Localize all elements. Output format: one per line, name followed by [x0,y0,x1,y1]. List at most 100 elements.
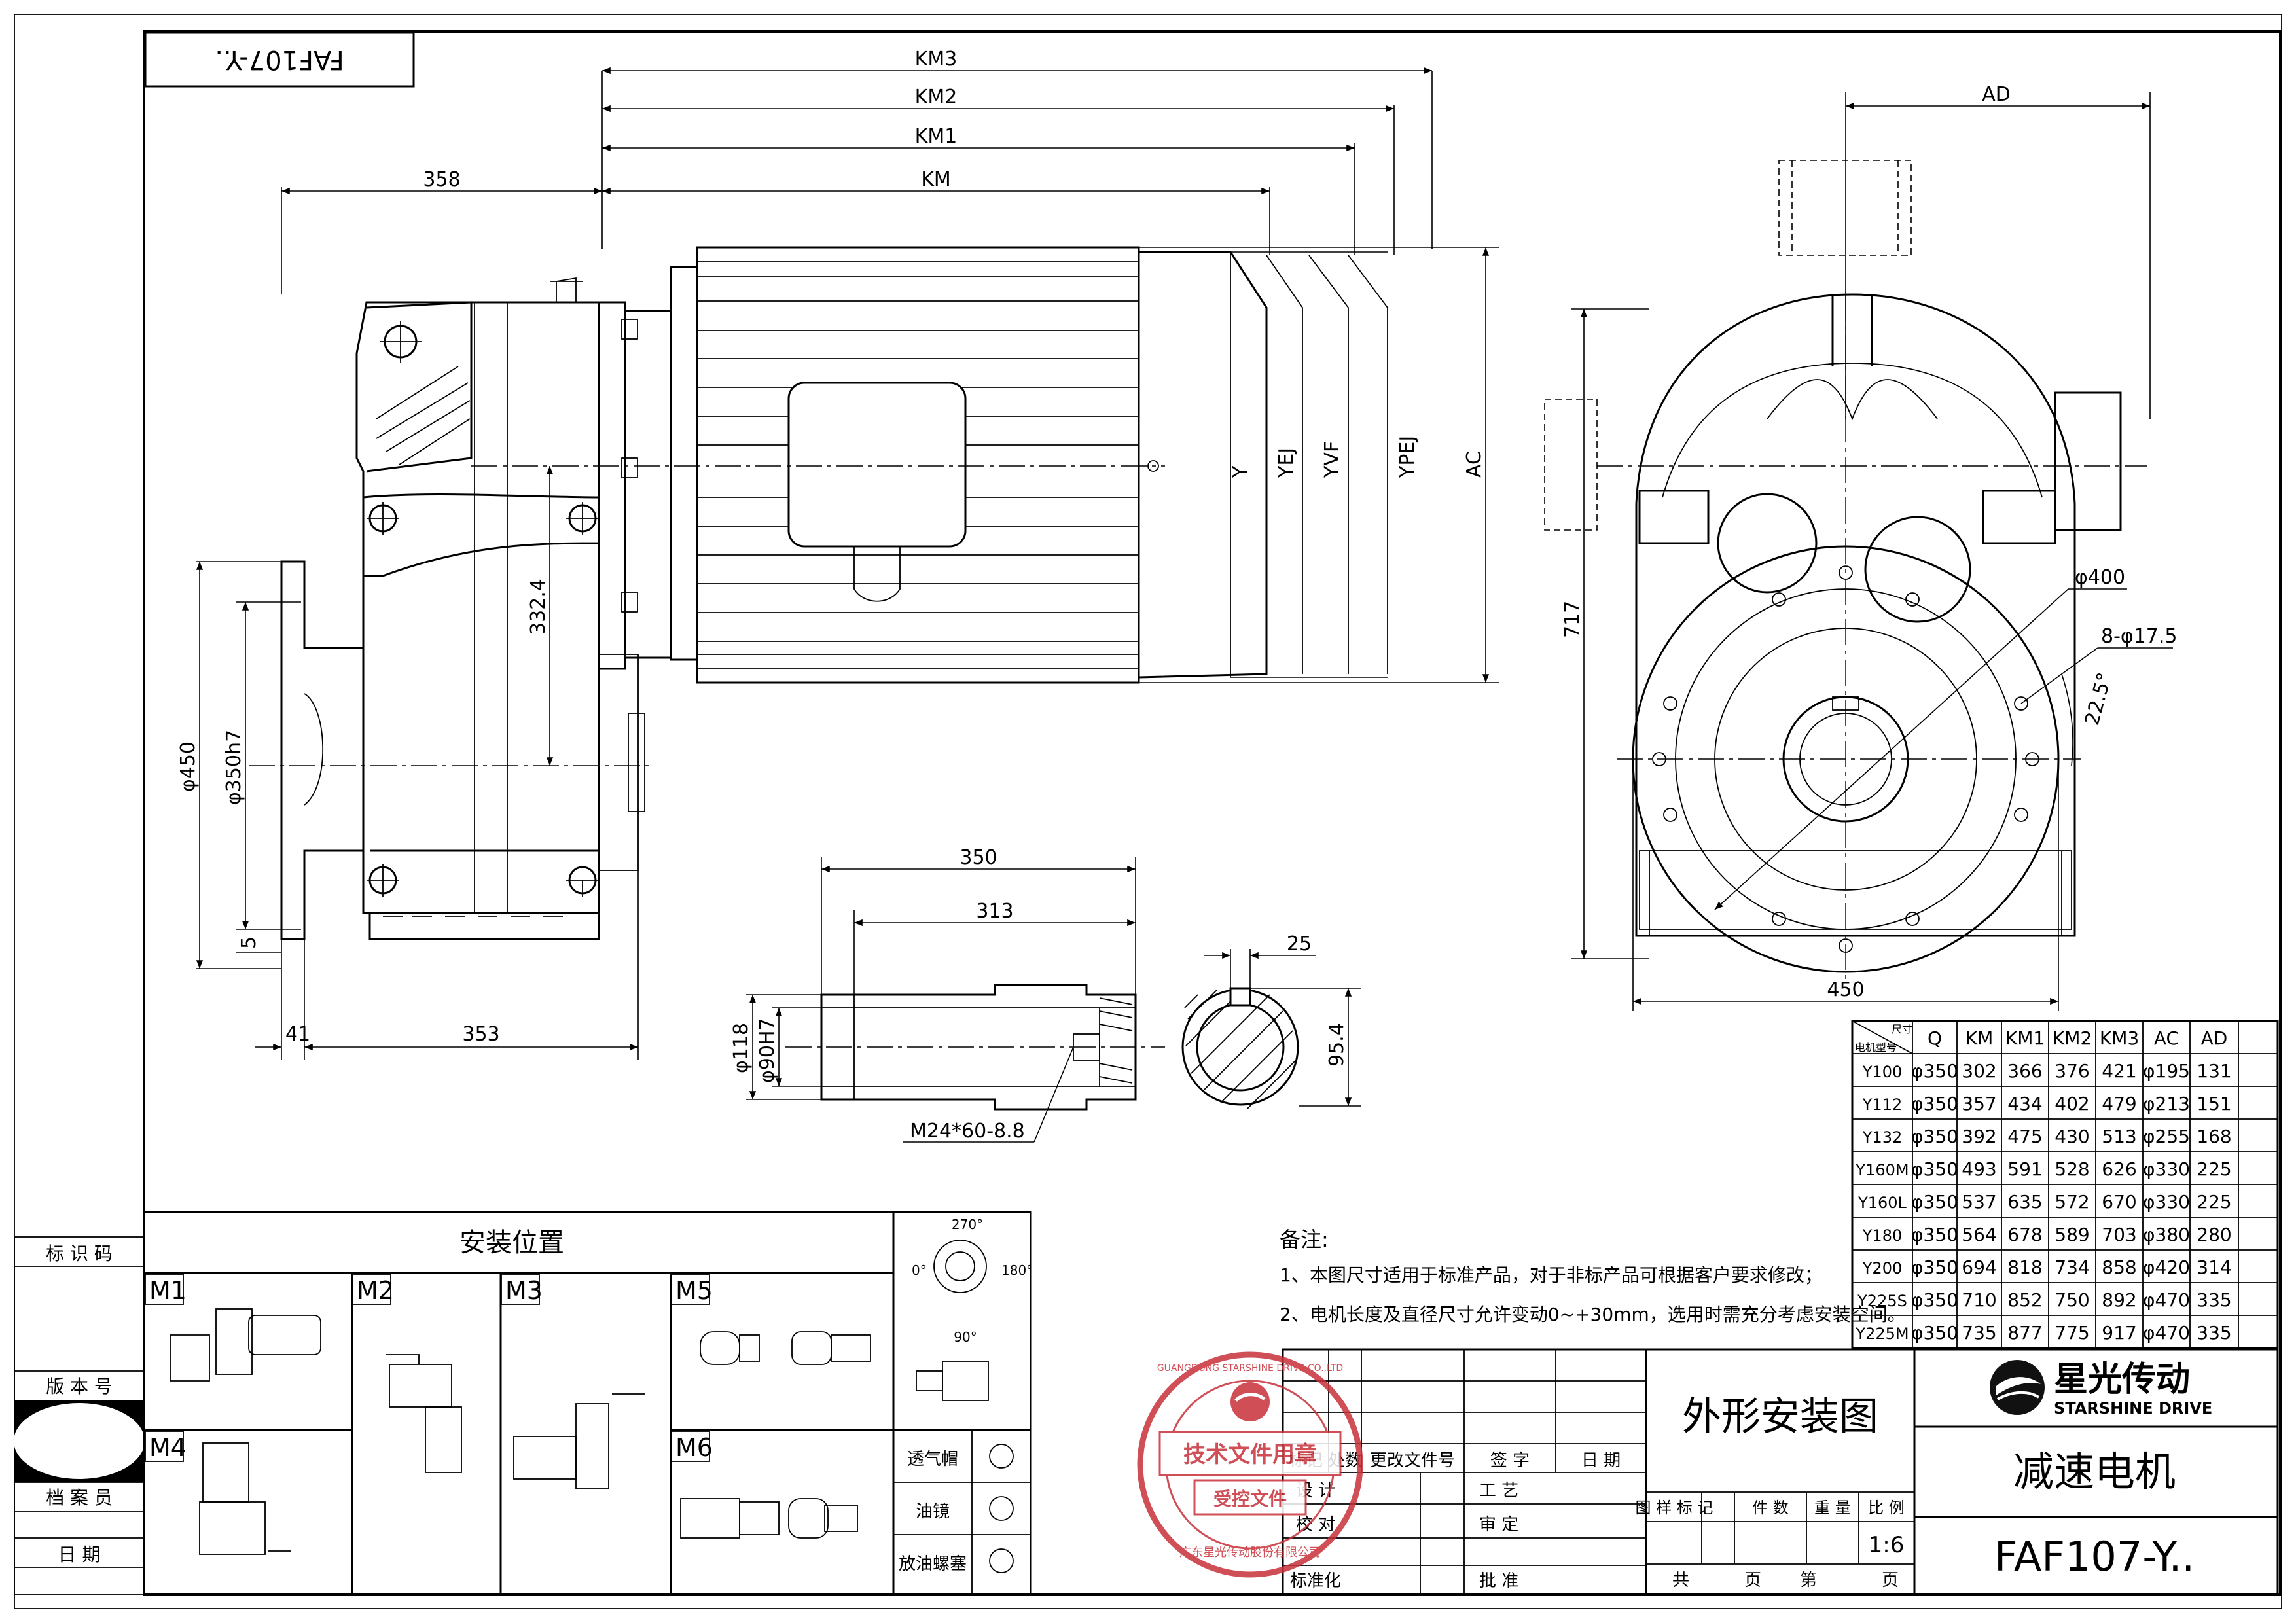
spec-table-cell: φ255 [2143,1126,2190,1147]
dim-25: 25 [1287,933,1312,955]
spec-corner-top: 尺寸 [1892,1023,1912,1035]
left-margin-block: 标 识 码 版 本 号 档 案 员 日 期 [14,1236,145,1595]
spec-table-cell: 734 [2054,1257,2089,1278]
label-archivist: 档 案 员 [46,1487,113,1508]
mounting-title: 安装位置 [459,1228,564,1258]
dim-km2: KM2 [915,86,958,109]
mount-angle-270: 270° [952,1217,983,1232]
label-yvf: YVF [1321,441,1344,478]
spec-table-cell: 335 [2197,1289,2231,1311]
mount-label-box [671,1431,710,1462]
dim-ac: AC [1463,451,1486,478]
spec-table-cell: Y225M [1855,1325,1909,1343]
stamp-bottom-text: 广东星光传动股份有限公司 [1179,1546,1321,1560]
dim-phi90h7: φ90H7 [756,1018,779,1083]
dim-717: 717 [1561,601,1584,638]
spec-table-cell: 302 [1962,1060,1996,1082]
spec-table-cell: 635 [2007,1191,2042,1213]
spec-table-cell: 434 [2007,1093,2042,1115]
drawing-frame [143,30,2282,1596]
title-block: 标记 处数 更改文件号 签 字 日 期 设 计 校 对 标准化 工 艺 审 定 … [1282,1348,2279,1596]
spec-table-cell: 314 [2197,1257,2231,1278]
mount-label-box [671,1274,710,1305]
spec-table-cell: Y200 [1862,1259,1902,1277]
drawing-title: 外形安装图 [1682,1394,1878,1440]
spec-table-cell: 151 [2197,1093,2231,1115]
product-name: 减速电机 [2013,1448,2176,1495]
spec-header-cell: KM [1965,1027,1994,1049]
label-y: Y [1229,465,1252,478]
spec-table-cell: 280 [2197,1224,2231,1245]
sheet-total: 共 [1672,1571,1689,1590]
shaft-detail: 350 313 M24*60-8.8 φ118 φ90H7 25 [730,846,1361,1143]
dim-450: 450 [1827,978,1864,1001]
dim-313: 313 [976,900,1013,923]
mount-angle-90: 90° [954,1329,977,1345]
spec-table-cell: Y100 [1862,1063,1902,1081]
role-process: 工 艺 [1479,1481,1518,1501]
label-yej: YEJ [1275,448,1298,478]
role-approve-final: 审 定 [1479,1515,1518,1535]
spec-table-cell: 917 [2102,1322,2136,1344]
spec-header-cell: Q [1928,1027,1942,1049]
spec-table-cell: φ350 [1911,1289,1958,1311]
dim-phi450: φ450 [177,741,200,792]
mount-label-box [352,1274,391,1305]
mount-position-label: M3 [505,1276,543,1305]
dim-353: 353 [462,1023,499,1046]
spec-header-cell: KM3 [2100,1027,2139,1049]
mount-label-box [501,1274,540,1305]
spec-table-cell: 528 [2054,1158,2089,1180]
spec-table-cell: 168 [2197,1126,2231,1147]
mirrored-code: FAF107-Y.. [215,45,344,75]
spec-table-cell: 479 [2102,1093,2136,1115]
spec-table-cell: 694 [1962,1257,1996,1278]
mount-position-label: M6 [675,1433,713,1462]
spec-corner-bottom: 电机型号 [1855,1041,1897,1054]
dim-holes: 8-φ17.5 [2101,625,2178,648]
spec-table-cell: 357 [1962,1093,1996,1115]
spec-table-cell: 421 [2102,1060,2136,1082]
attr-header-scale: 比 例 [1868,1499,1905,1517]
spec-table-cell: 591 [2007,1158,2042,1180]
mount-angle-0: 0° [912,1262,927,1278]
dim-358: 358 [423,168,460,191]
brand-cn: 星光传动 [2054,1360,2190,1399]
dim-km1: KM1 [915,125,958,148]
spec-table-cell: 710 [1962,1289,1996,1311]
spec-table-cell: φ350 [1911,1060,1958,1082]
notes-line1: 1、本图尺寸适用于标准产品，对于非标产品可根据客户要求修改； [1280,1264,1823,1286]
legend-drain-plug: 放油螺塞 [899,1554,967,1574]
spec-table-cell: φ330 [2143,1158,2190,1180]
dim-5: 5 [238,936,260,949]
spec-table-cell: 513 [2102,1126,2136,1147]
spec-table-cell: φ350 [1911,1093,1958,1115]
spec-table-cell: 670 [2102,1191,2136,1213]
dim-phi118: φ118 [730,1023,753,1073]
dim-332-4: 332.4 [527,579,550,635]
label-version: 版 本 号 [46,1376,113,1397]
mount-label-box [145,1274,184,1305]
scale-value: 1:6 [1869,1532,1905,1558]
spec-table-cell: 818 [2007,1257,2042,1278]
spec-table-cell: 892 [2102,1289,2136,1311]
spec-table-cell: 564 [1962,1224,1996,1245]
notes-title: 备注: [1280,1227,1329,1252]
rev-header-doc: 更改文件号 [1370,1451,1455,1471]
drawing-number: FAF107-Y.. [1994,1533,2195,1580]
stamp-top-text: GUANGDONG STARSHINE DRIVE CO.,LTD [1157,1363,1343,1374]
rev-header-date: 日 期 [1581,1451,1621,1471]
dim-phi350h7: φ350h7 [223,730,245,805]
spec-table-cell: 703 [2102,1224,2136,1245]
spec-header-cell: KM1 [2005,1027,2045,1049]
notes-line2: 2、电机长度及直径尺寸允许变动0~+30mm，选用时需充分考虑安装空间。 [1280,1304,1906,1325]
spec-table-cell: 750 [2054,1289,2089,1311]
spec-table-cell: 430 [2054,1126,2089,1147]
notes: 备注: 1、本图尺寸适用于标准产品，对于非标产品可根据客户要求修改； 2、电机长… [1280,1227,1906,1325]
mount-position-label: M5 [675,1276,713,1305]
sheet-word2: 页 [1882,1571,1899,1590]
mount-angle-180: 180° [1001,1262,1033,1278]
spec-table-cell: φ213 [2143,1093,2190,1115]
spec-table-cell: Y112 [1862,1096,1902,1114]
mount-position-label: M2 [357,1276,394,1305]
